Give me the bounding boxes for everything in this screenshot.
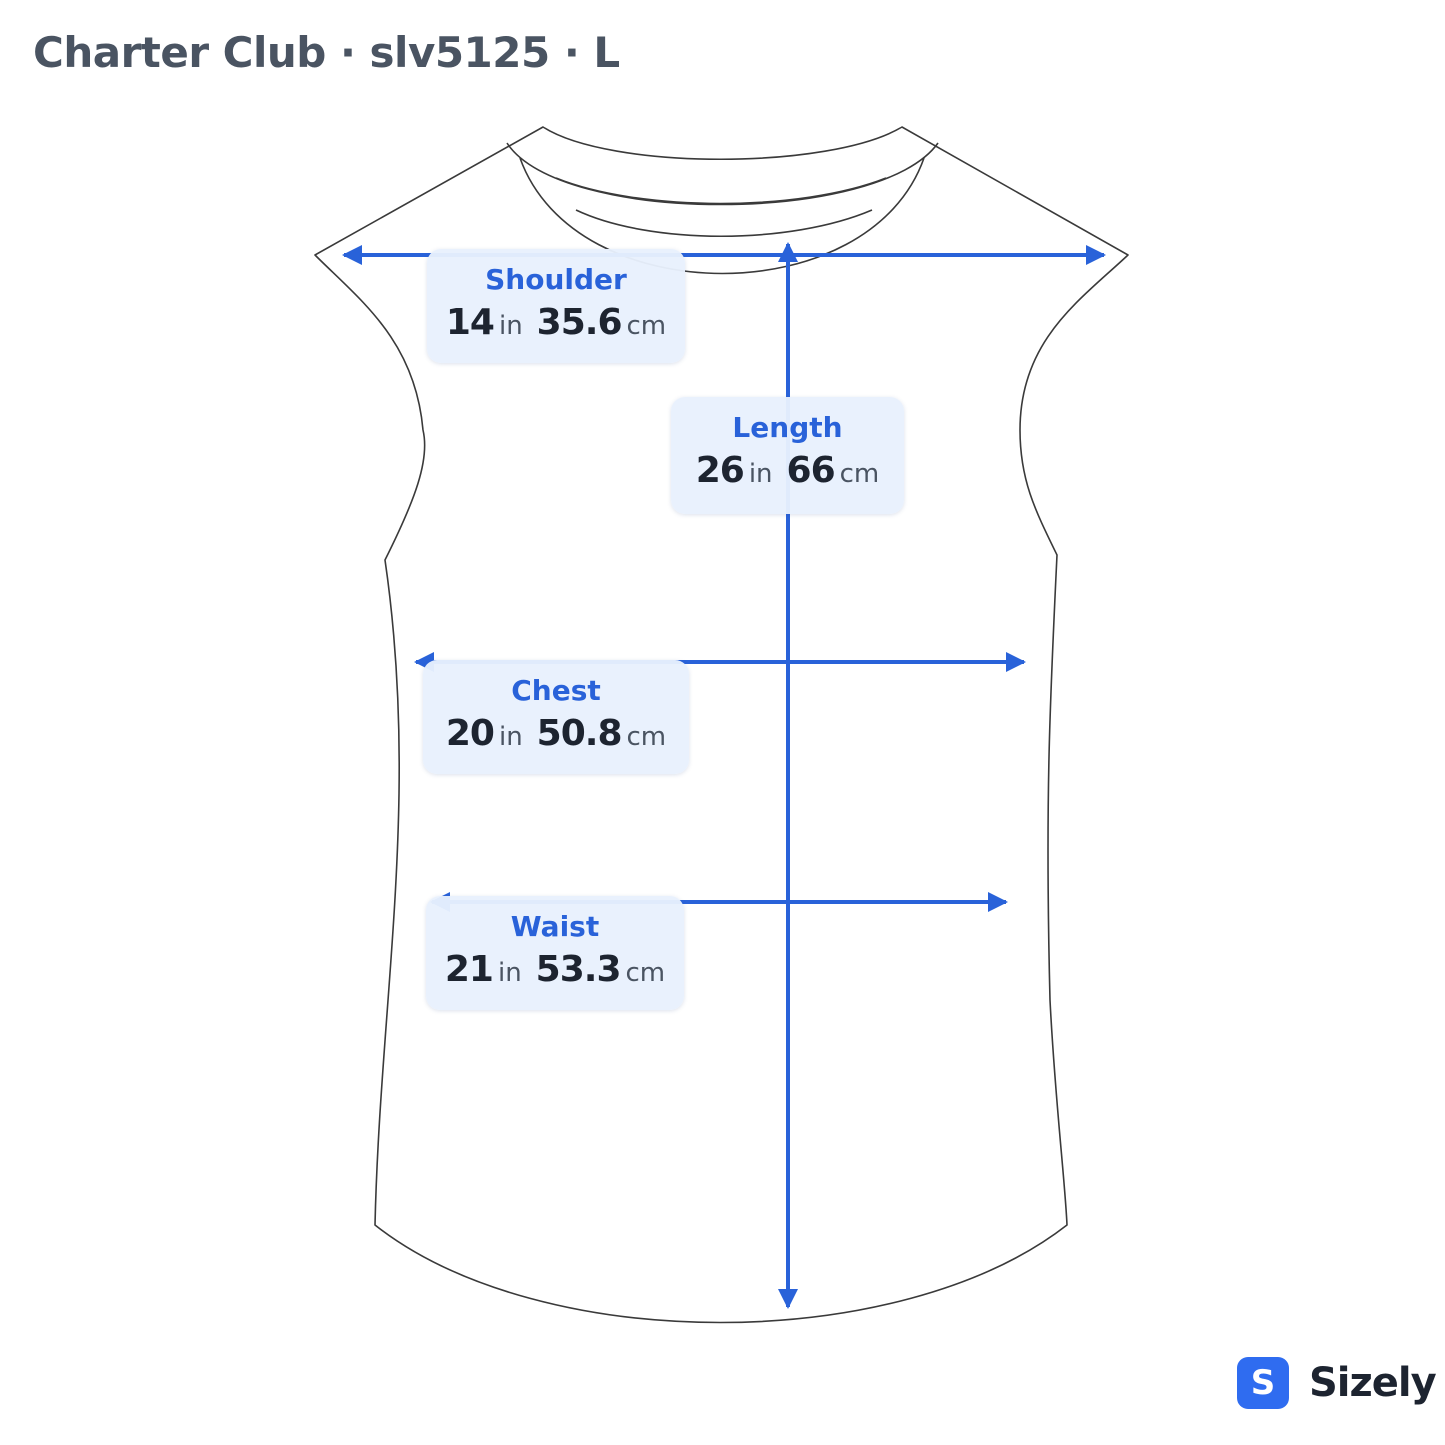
unit-inches: in — [498, 311, 523, 341]
page-title: Charter Club · slv5125 · L — [33, 28, 620, 77]
unit-centimeters: cm — [626, 722, 667, 752]
measurement-label: Length — [732, 411, 843, 444]
unit-inches: in — [497, 958, 522, 988]
measurement-inches: 20 — [445, 713, 495, 754]
measurement-label: Waist — [510, 910, 600, 943]
measurement-inches: 14 — [445, 302, 495, 343]
measurement-label: Shoulder — [485, 263, 627, 296]
unit-centimeters: cm — [625, 958, 666, 988]
brand-badge-icon: S — [1237, 1357, 1289, 1409]
measurement-inches: 26 — [695, 450, 745, 491]
measurement-label: Chest — [511, 674, 601, 707]
measurement-centimeters: 35.6 — [536, 302, 623, 343]
sleeveless-top-outline-icon — [314, 126, 1129, 1324]
unit-centimeters: cm — [626, 311, 667, 341]
measurement-inches: 21 — [444, 949, 494, 990]
measurement-centimeters: 50.8 — [536, 713, 623, 754]
unit-inches: in — [748, 459, 773, 489]
measurement-centimeters: 53.3 — [535, 949, 622, 990]
unit-inches: in — [498, 722, 523, 752]
unit-centimeters: cm — [839, 459, 880, 489]
brand-logo: S Sizely — [1237, 1357, 1437, 1409]
measurement-centimeters: 66 — [786, 450, 836, 491]
brand-name: Sizely — [1309, 1360, 1437, 1406]
